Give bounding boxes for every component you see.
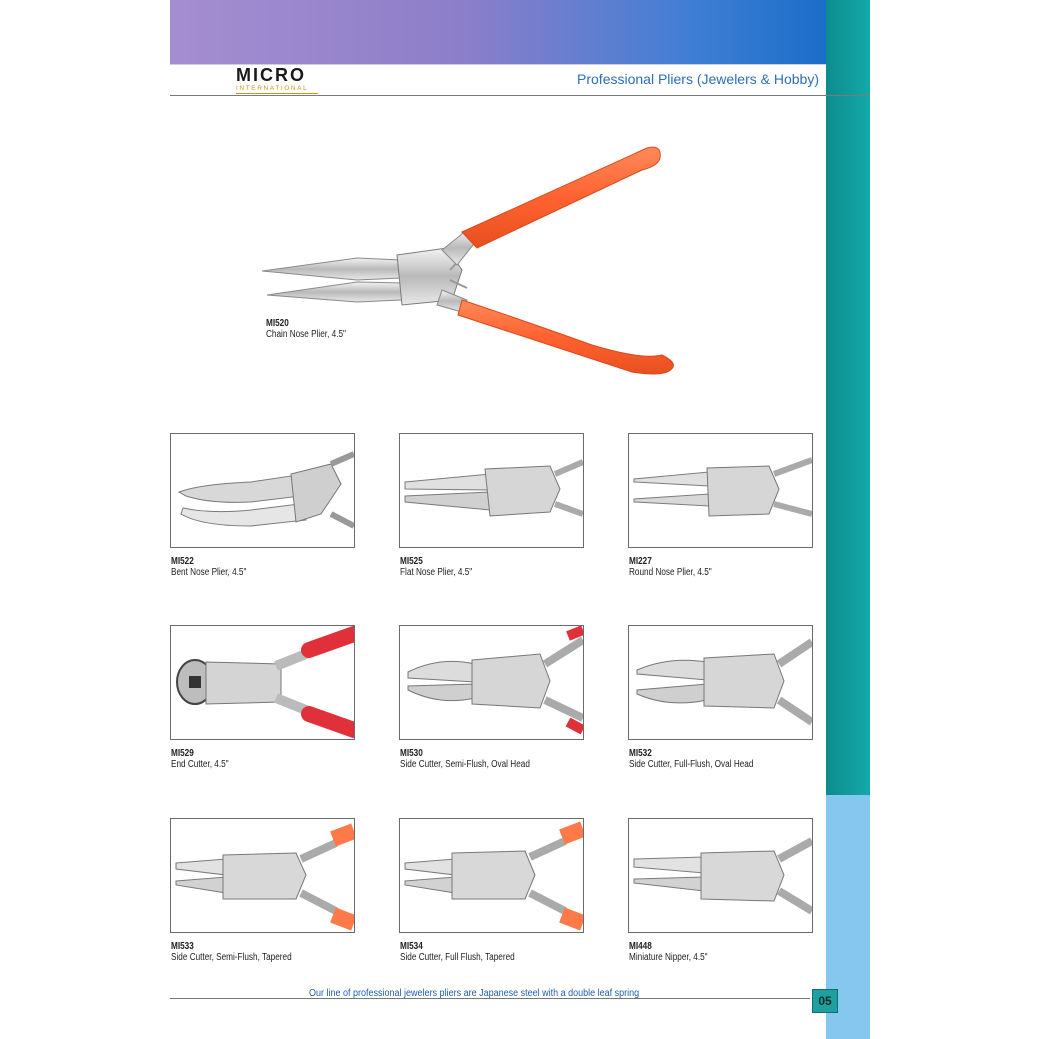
brand-name: MICRO bbox=[236, 65, 306, 85]
product-code: MI520 bbox=[266, 318, 289, 329]
product-caption: MI532 Side Cutter, Full-Flush, Oval Head bbox=[629, 748, 781, 770]
product-image-bent-nose bbox=[170, 433, 355, 548]
product-code: MI448 bbox=[629, 941, 652, 952]
product-image-side-cutter-semi-flush-tapered bbox=[170, 818, 355, 933]
product-code: MI532 bbox=[629, 748, 652, 759]
footer-tagline: Our line of professional jewelers pliers… bbox=[309, 988, 640, 999]
header-banner bbox=[170, 0, 826, 64]
product-image-round-nose bbox=[628, 433, 813, 548]
product-description: Round Nose Plier, 4.5" bbox=[629, 567, 712, 578]
product-image-side-cutter-full-flush-oval bbox=[628, 625, 813, 740]
header-divider-top bbox=[170, 64, 826, 65]
product-description: Chain Nose Plier, 4.5" bbox=[266, 329, 346, 340]
product-image-side-cutter-full-flush-tapered bbox=[399, 818, 584, 933]
product-caption: MI529 End Cutter, 4.5" bbox=[171, 748, 241, 770]
product-description: Side Cutter, Full-Flush, Oval Head bbox=[629, 759, 754, 770]
page-title: Professional Pliers (Jewelers & Hobby) bbox=[577, 71, 819, 87]
side-bar-teal bbox=[826, 0, 870, 795]
hero-caption: MI520 Chain Nose Plier, 4.5" bbox=[266, 318, 364, 340]
product-caption: MI522 Bent Nose Plier, 4.5" bbox=[171, 556, 263, 578]
product-description: Miniature Nipper, 4.5" bbox=[629, 952, 708, 963]
product-code: MI522 bbox=[171, 556, 194, 567]
footer-divider bbox=[170, 998, 810, 999]
product-image-flat-nose bbox=[399, 433, 584, 548]
brand-logo: MICRO INTERNATIONAL bbox=[236, 66, 318, 94]
product-code: MI533 bbox=[171, 941, 194, 952]
brand-sub: INTERNATIONAL bbox=[236, 85, 318, 94]
product-caption: MI448 Miniature Nipper, 4.5" bbox=[629, 941, 725, 963]
product-code: MI530 bbox=[400, 748, 423, 759]
product-description: Side Cutter, Full Flush, Tapered bbox=[400, 952, 515, 963]
header-divider bbox=[170, 95, 870, 96]
page-number: 05 bbox=[812, 989, 838, 1013]
product-image-side-cutter-semi-flush-oval bbox=[399, 625, 584, 740]
product-image-end-cutter bbox=[170, 625, 355, 740]
product-caption: MI227 Round Nose Plier, 4.5" bbox=[629, 556, 730, 578]
product-caption: MI530 Side Cutter, Semi-Flush, Oval Head bbox=[400, 748, 558, 770]
hero-plier-image bbox=[261, 140, 682, 380]
product-description: End Cutter, 4.5" bbox=[171, 759, 229, 770]
product-code: MI529 bbox=[171, 748, 194, 759]
product-code: MI525 bbox=[400, 556, 423, 567]
product-code: MI227 bbox=[629, 556, 652, 567]
product-image-miniature-nipper bbox=[628, 818, 813, 933]
product-description: Side Cutter, Semi-Flush, Oval Head bbox=[400, 759, 530, 770]
product-description: Bent Nose Plier, 4.5" bbox=[171, 567, 247, 578]
product-caption: MI525 Flat Nose Plier, 4.5" bbox=[400, 556, 488, 578]
product-description: Side Cutter, Semi-Flush, Tapered bbox=[171, 952, 292, 963]
product-caption: MI534 Side Cutter, Full Flush, Tapered bbox=[400, 941, 540, 963]
product-description: Flat Nose Plier, 4.5" bbox=[400, 567, 473, 578]
product-caption: MI533 Side Cutter, Semi-Flush, Tapered bbox=[171, 941, 318, 963]
product-code: MI534 bbox=[400, 941, 423, 952]
